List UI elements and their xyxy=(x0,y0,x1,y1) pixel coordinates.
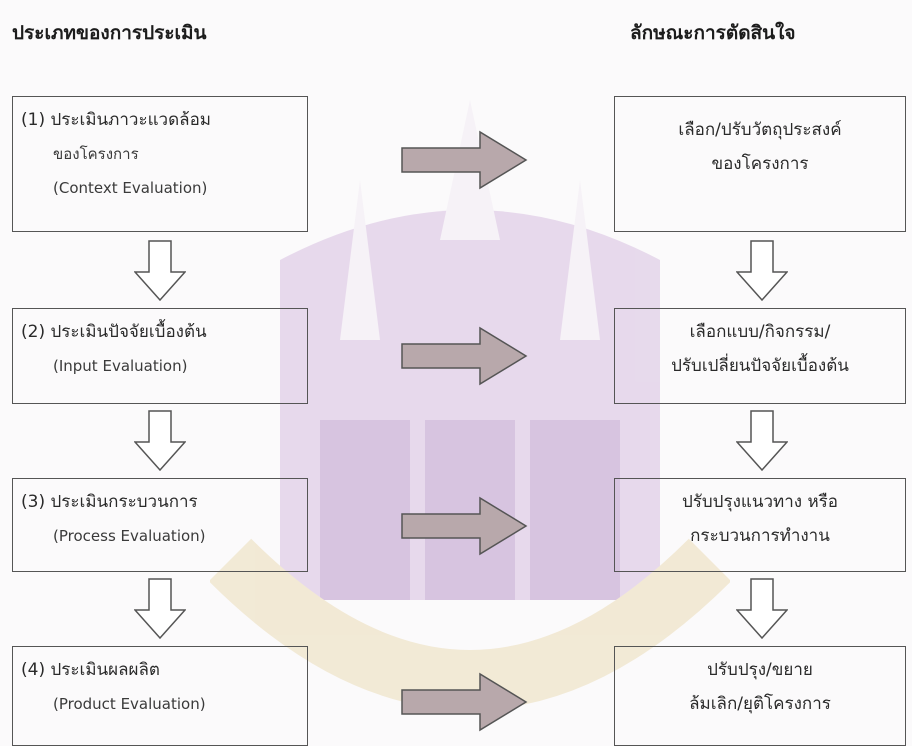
decision-types-heading: ลักษณะการตัดสินใจ xyxy=(630,22,796,44)
objective-decision-box: เลือก/ปรับวัตถุประสงค์ ของโครงการ xyxy=(614,96,906,232)
box-line: (Context Evaluation) xyxy=(53,179,208,197)
box-line: ล้มเลิก/ยุติโครงการ xyxy=(689,694,831,714)
box-line: เลือก/ปรับวัตถุประสงค์ xyxy=(678,120,842,140)
down-arrow-icon xyxy=(736,240,788,302)
box-line: ปรับปรุง/ขยาย xyxy=(707,660,813,680)
input-evaluation-box: (2) ประเมินปัจจัยเบื้องต้น (Input Evalua… xyxy=(12,308,308,404)
down-arrow-icon xyxy=(736,578,788,640)
down-arrow-icon xyxy=(134,410,186,472)
product-evaluation-box: (4) ประเมินผลผลิต (Product Evaluation) xyxy=(12,646,308,746)
design-decision-box: เลือกแบบ/กิจกรรม/ ปรับเปลี่ยนปัจจัยเบื้อ… xyxy=(614,308,906,404)
process-decision-box: ปรับปรุงแนวทาง หรือ กระบวนการทำงาน xyxy=(614,478,906,572)
context-evaluation-box: (1) ประเมินภาวะแวดล้อม ของโครงการ (Conte… xyxy=(12,96,308,232)
evaluation-types-heading: ประเภทของการประเมิน xyxy=(12,22,207,44)
box-line: (2) ประเมินปัจจัยเบื้องต้น xyxy=(21,322,207,342)
right-arrow-icon xyxy=(401,496,528,556)
box-line: (4) ประเมินผลผลิต xyxy=(21,660,160,680)
box-line: (3) ประเมินกระบวนการ xyxy=(21,492,198,512)
box-line: ปรับเปลี่ยนปัจจัยเบื้องต้น xyxy=(671,356,849,376)
down-arrow-icon xyxy=(134,578,186,640)
right-arrow-icon xyxy=(401,326,528,386)
box-line: (Input Evaluation) xyxy=(53,357,188,375)
right-arrow-icon xyxy=(401,672,528,732)
process-evaluation-box: (3) ประเมินกระบวนการ (Process Evaluation… xyxy=(12,478,308,572)
box-line: ปรับปรุงแนวทาง หรือ xyxy=(681,492,839,512)
product-decision-box: ปรับปรุง/ขยาย ล้มเลิก/ยุติโครงการ xyxy=(614,646,906,746)
box-line: (Process Evaluation) xyxy=(53,527,206,545)
box-line: ของโครงการ xyxy=(53,145,139,163)
box-line: (Product Evaluation) xyxy=(53,695,206,713)
down-arrow-icon xyxy=(736,410,788,472)
right-arrow-icon xyxy=(401,130,528,190)
box-line: (1) ประเมินภาวะแวดล้อม xyxy=(21,110,211,130)
box-line: ของโครงการ xyxy=(711,154,809,174)
box-line: เลือกแบบ/กิจกรรม/ xyxy=(689,322,831,342)
box-line: กระบวนการทำงาน xyxy=(690,526,830,546)
down-arrow-icon xyxy=(134,240,186,302)
